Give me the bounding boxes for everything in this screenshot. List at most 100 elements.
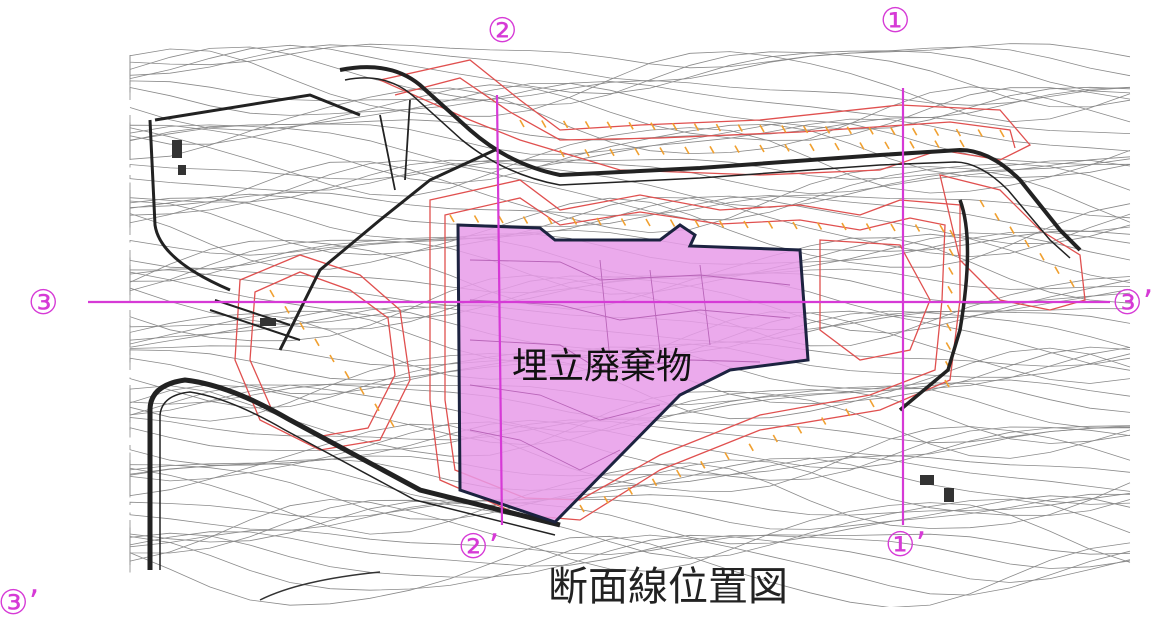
slope-tick — [809, 143, 815, 152]
contour-line — [129, 457, 1131, 506]
contour-line — [129, 454, 1131, 477]
contour-line — [129, 44, 1131, 82]
slope-tick — [994, 212, 1000, 221]
slope-tick — [933, 128, 940, 136]
slope-tick — [724, 452, 730, 460]
slope-tick — [709, 145, 715, 154]
section-2-start-label: ② — [487, 11, 518, 51]
contour-line — [129, 80, 1131, 119]
slope-tick — [650, 122, 656, 131]
slope-tick — [977, 129, 983, 137]
slope-tick — [759, 144, 765, 153]
contour-line — [129, 197, 1131, 270]
slope-tick — [1009, 226, 1015, 235]
landfill-area — [456, 223, 810, 524]
contour-line — [129, 499, 1131, 572]
slope-tick — [759, 124, 765, 133]
slope-tick — [571, 217, 578, 225]
contour-line — [129, 159, 1131, 208]
slope-tick — [792, 221, 798, 230]
roads — [147, 65, 1082, 570]
slope-tick — [603, 495, 609, 504]
slope-tick — [946, 304, 953, 313]
structures — [172, 140, 954, 502]
slope-tick — [628, 121, 634, 130]
slope-tick — [584, 149, 590, 157]
slope-tick — [824, 126, 831, 134]
slope-tick — [949, 229, 955, 238]
section-1-end-label: ①’ — [885, 525, 927, 565]
slope-tick — [946, 323, 952, 332]
section-1-start-label: ① — [880, 1, 911, 41]
contour-lines — [129, 43, 1131, 608]
contour-line — [129, 532, 1131, 583]
contour-line — [129, 46, 1131, 108]
slope-tick — [945, 342, 951, 350]
contour-line — [129, 531, 1131, 569]
contour-line — [129, 492, 1131, 519]
slope-tick — [329, 354, 335, 363]
slope-tick — [884, 141, 890, 150]
contour-line — [129, 48, 1131, 123]
slope-tick — [834, 142, 840, 151]
slope-tick — [821, 417, 827, 425]
section-3-end-label: ③’ — [1112, 283, 1154, 323]
slope-tick — [890, 127, 896, 136]
slope-tick — [1039, 252, 1045, 261]
contour-line — [129, 84, 1131, 145]
slope-tick — [284, 305, 290, 314]
contour-line — [129, 86, 1131, 160]
slope-tick — [547, 216, 553, 225]
slope-tick — [914, 224, 921, 232]
contour-line — [129, 493, 1131, 531]
slope-tick — [948, 248, 955, 257]
slope-tick — [767, 221, 774, 229]
contour-line — [129, 455, 1131, 492]
contour-line — [129, 161, 1131, 234]
slope-tick — [846, 126, 852, 135]
slope-tick — [845, 408, 851, 417]
slope-tick — [449, 214, 455, 223]
slope-tick — [999, 129, 1005, 138]
slope-tick — [841, 222, 847, 231]
slope-tick — [734, 145, 740, 153]
slope-tick — [939, 224, 945, 233]
slope-tick — [955, 128, 962, 137]
slope-tick — [634, 147, 640, 156]
contour-line — [129, 498, 1131, 559]
slope-tick — [700, 460, 706, 469]
contour-line — [129, 495, 1131, 545]
slope-tick — [609, 148, 615, 157]
slope-tick — [737, 124, 743, 132]
slope-tick — [359, 387, 365, 395]
slope-tick — [718, 220, 725, 228]
contour-line — [129, 535, 1131, 608]
slope-tick — [676, 469, 682, 478]
contour-line — [129, 82, 1131, 131]
slope-tick — [651, 478, 658, 487]
slope-tick — [519, 119, 525, 128]
slope-tick — [473, 215, 480, 223]
slope-tick — [1054, 266, 1060, 275]
section-line-2 — [495, 94, 504, 526]
slope-tick — [314, 338, 320, 347]
slope-tick — [344, 370, 350, 379]
slope-tick — [672, 122, 678, 131]
slope-tick — [979, 199, 985, 208]
contour-line — [129, 127, 1131, 197]
slope-tick — [890, 223, 896, 232]
slope-tick — [859, 142, 865, 150]
landfill-label: 埋立廃棄物 — [512, 346, 693, 387]
contour-line — [129, 123, 1131, 184]
contour-line — [129, 156, 1131, 195]
slope-tick — [743, 220, 749, 229]
slope-tick — [865, 223, 872, 231]
contour-line — [129, 43, 1131, 69]
slope-tick — [693, 123, 700, 131]
slope-tick — [606, 121, 612, 130]
slope-tick — [541, 120, 547, 128]
slope-ticks — [269, 119, 1075, 513]
slope-tick — [748, 443, 754, 452]
contour-line — [129, 196, 1131, 258]
slope-tick — [694, 219, 700, 228]
